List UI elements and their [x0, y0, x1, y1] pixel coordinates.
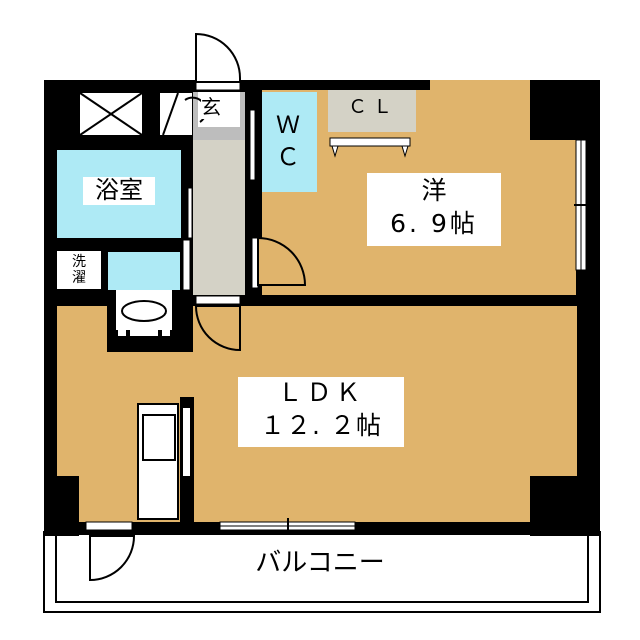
ldk-door	[194, 295, 241, 352]
laundry-space	[55, 249, 103, 291]
label-western-box	[367, 173, 501, 246]
toilet-door	[249, 109, 256, 181]
label-laundry-2: 濯	[72, 270, 86, 286]
label-toilet-c: Ｃ	[276, 143, 300, 171]
washroom-door	[182, 239, 191, 291]
label-closet: ＣＬ	[347, 96, 398, 118]
kitchen-counter	[137, 397, 194, 522]
label-western-name: 洋	[421, 176, 447, 205]
label-bathroom: 浴室	[83, 176, 155, 205]
label-western-size: 6. 9帖	[390, 209, 478, 238]
label-balcony: バルコニー	[255, 548, 385, 578]
label-ldk-size: １２. ２帖	[260, 411, 382, 440]
balcony-door	[85, 521, 136, 582]
label-ldk-box	[238, 377, 404, 447]
balcony-window	[219, 518, 356, 534]
window-right	[574, 139, 590, 271]
front-door	[195, 32, 241, 91]
closet	[328, 90, 416, 158]
hallway	[193, 140, 245, 295]
toilet-room	[262, 92, 317, 192]
wash-basin	[116, 290, 172, 338]
washroom	[108, 252, 180, 290]
label-toilet-w: Ｗ	[276, 111, 300, 139]
label-ldk-name: ＬＤＫ	[277, 378, 365, 407]
label-entrance: 玄	[201, 95, 221, 119]
label-laundry-1: 洗	[72, 254, 86, 270]
western-door	[251, 236, 307, 289]
pipe-shaft	[79, 92, 143, 136]
bath-door	[187, 187, 193, 239]
